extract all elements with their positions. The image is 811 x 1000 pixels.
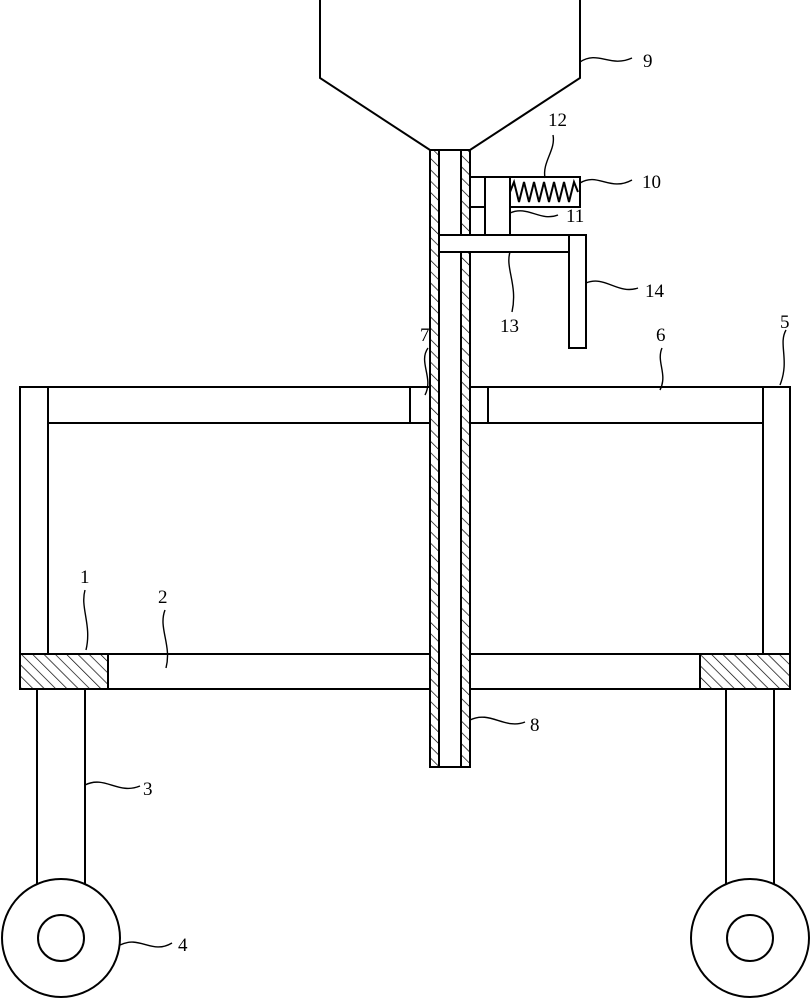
leader-12 bbox=[543, 134, 555, 179]
leader-9 bbox=[579, 57, 633, 63]
leader-13 bbox=[508, 251, 515, 313]
label-9: 9 bbox=[643, 51, 653, 72]
pipe-right-wall bbox=[460, 149, 471, 768]
label-11: 11 bbox=[566, 206, 584, 227]
leader-5 bbox=[779, 329, 787, 386]
leader-1 bbox=[83, 589, 89, 651]
right-wheel-hub bbox=[726, 914, 774, 962]
leader-2 bbox=[162, 609, 169, 669]
leader-7 bbox=[423, 347, 429, 396]
right-post bbox=[762, 386, 791, 655]
leader-11 bbox=[509, 210, 559, 218]
left-post bbox=[19, 386, 49, 655]
leader-4 bbox=[119, 941, 173, 948]
label-2: 2 bbox=[158, 587, 168, 608]
hopper bbox=[319, 0, 581, 151]
leader-14 bbox=[585, 280, 639, 291]
label-3: 3 bbox=[143, 779, 153, 800]
label-6: 6 bbox=[656, 325, 666, 346]
leader-8 bbox=[469, 716, 526, 725]
leader-10 bbox=[579, 178, 633, 185]
label-7: 7 bbox=[420, 325, 430, 346]
label-1: 1 bbox=[80, 567, 90, 588]
striker-plate bbox=[568, 234, 587, 349]
label-13: 13 bbox=[500, 316, 519, 337]
leader-3 bbox=[84, 781, 141, 790]
base-plate bbox=[19, 653, 791, 690]
slider-block bbox=[484, 176, 511, 236]
left-leg bbox=[36, 687, 86, 899]
connecting-rod bbox=[438, 234, 571, 253]
left-wheel-hub bbox=[37, 914, 85, 962]
label-14: 14 bbox=[645, 281, 665, 302]
label-4: 4 bbox=[178, 935, 188, 956]
label-10: 10 bbox=[642, 172, 661, 193]
label-12: 12 bbox=[548, 110, 567, 131]
top-beam bbox=[19, 386, 791, 424]
label-5: 5 bbox=[780, 312, 790, 333]
left-bearing-block bbox=[19, 653, 109, 690]
right-bearing-block bbox=[699, 653, 791, 690]
right-leg bbox=[725, 687, 775, 899]
leader-6 bbox=[659, 347, 664, 391]
pipe-left-wall bbox=[429, 149, 440, 768]
label-8: 8 bbox=[530, 715, 540, 736]
spring bbox=[509, 178, 579, 203]
